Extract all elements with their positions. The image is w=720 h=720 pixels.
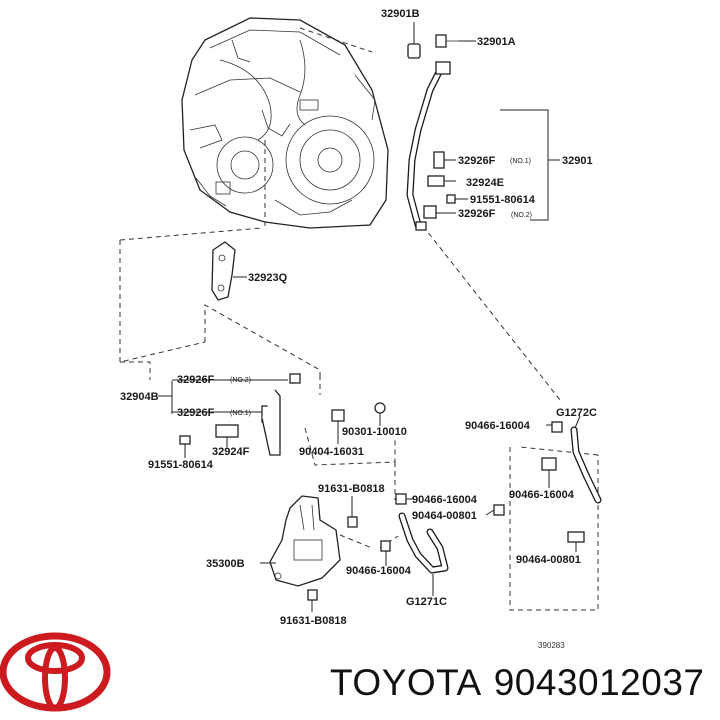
label-no1-lower: (NO.1) xyxy=(230,410,251,417)
label-32926f-no1-lower: 32926F xyxy=(177,407,215,419)
leader-lines xyxy=(158,22,581,612)
part-labels: 32901B 32901A 32901 32926F (NO.1) 32924E… xyxy=(120,8,597,650)
clamp-90404 xyxy=(331,409,345,422)
label-32904b: 32904B xyxy=(120,391,159,403)
hose-g1272c xyxy=(541,421,602,543)
diagram-code: 390283 xyxy=(538,641,565,650)
label-90466-a: 90466-16004 xyxy=(465,420,531,432)
label-91631-upper: 91631-B0818 xyxy=(318,483,385,495)
label-32926f-no1-upper: 32926F xyxy=(458,155,496,167)
label-91551-lower: 91551-80614 xyxy=(148,459,214,471)
bracket-32904b-set xyxy=(179,373,301,456)
part-number: 9043012037 xyxy=(493,662,705,703)
strainer-35300b xyxy=(269,495,358,601)
bracket-32923q xyxy=(211,241,236,301)
label-90404: 90404-16031 xyxy=(299,446,364,458)
label-32901b: 32901B xyxy=(381,8,420,20)
label-32901a: 32901A xyxy=(477,36,516,48)
label-no2-lower: (NO.2) xyxy=(230,377,251,384)
label-90301: 90301-10010 xyxy=(342,426,407,438)
label-90466-d: 90466-16004 xyxy=(346,565,412,577)
label-91631-lower: 91631-B0818 xyxy=(280,615,347,627)
label-no2-upper: (NO.2) xyxy=(511,212,532,219)
clip-32901b xyxy=(407,43,421,59)
label-32901: 32901 xyxy=(562,155,593,167)
label-90466-c: 90466-16004 xyxy=(509,489,575,501)
label-90466-b: 90466-16004 xyxy=(412,494,478,506)
label-91551-upper: 91551-80614 xyxy=(470,194,536,206)
label-g1271c: G1271C xyxy=(406,596,447,608)
label-32926f-no2-lower: 32926F xyxy=(177,374,215,386)
bolt-90301 xyxy=(374,402,386,414)
label-35300b: 35300B xyxy=(206,558,245,570)
label-90464-a: 90464-00801 xyxy=(412,510,477,522)
label-32923q: 32923Q xyxy=(248,272,288,284)
bolt-32901a xyxy=(435,34,458,48)
label-g1272c: G1272C xyxy=(556,407,597,419)
brand-name: TOYOTA xyxy=(330,662,482,703)
label-32924e: 32924E xyxy=(466,177,504,189)
label-no1-upper: (NO.1) xyxy=(510,158,531,165)
oil-cooler-tube-32901 xyxy=(406,61,451,231)
toyota-emblem-icon xyxy=(0,632,111,712)
label-32924f: 32924F xyxy=(212,446,250,458)
label-32926f-no2-upper: 32926F xyxy=(458,208,496,220)
dashed-boundaries xyxy=(119,27,599,611)
transaxle-assembly-drawing xyxy=(181,17,389,229)
product-caption: TOYOTA 9043012037 xyxy=(330,662,720,704)
label-90464-b: 90464-00801 xyxy=(516,554,581,566)
bolt-91551-upper xyxy=(446,194,456,204)
